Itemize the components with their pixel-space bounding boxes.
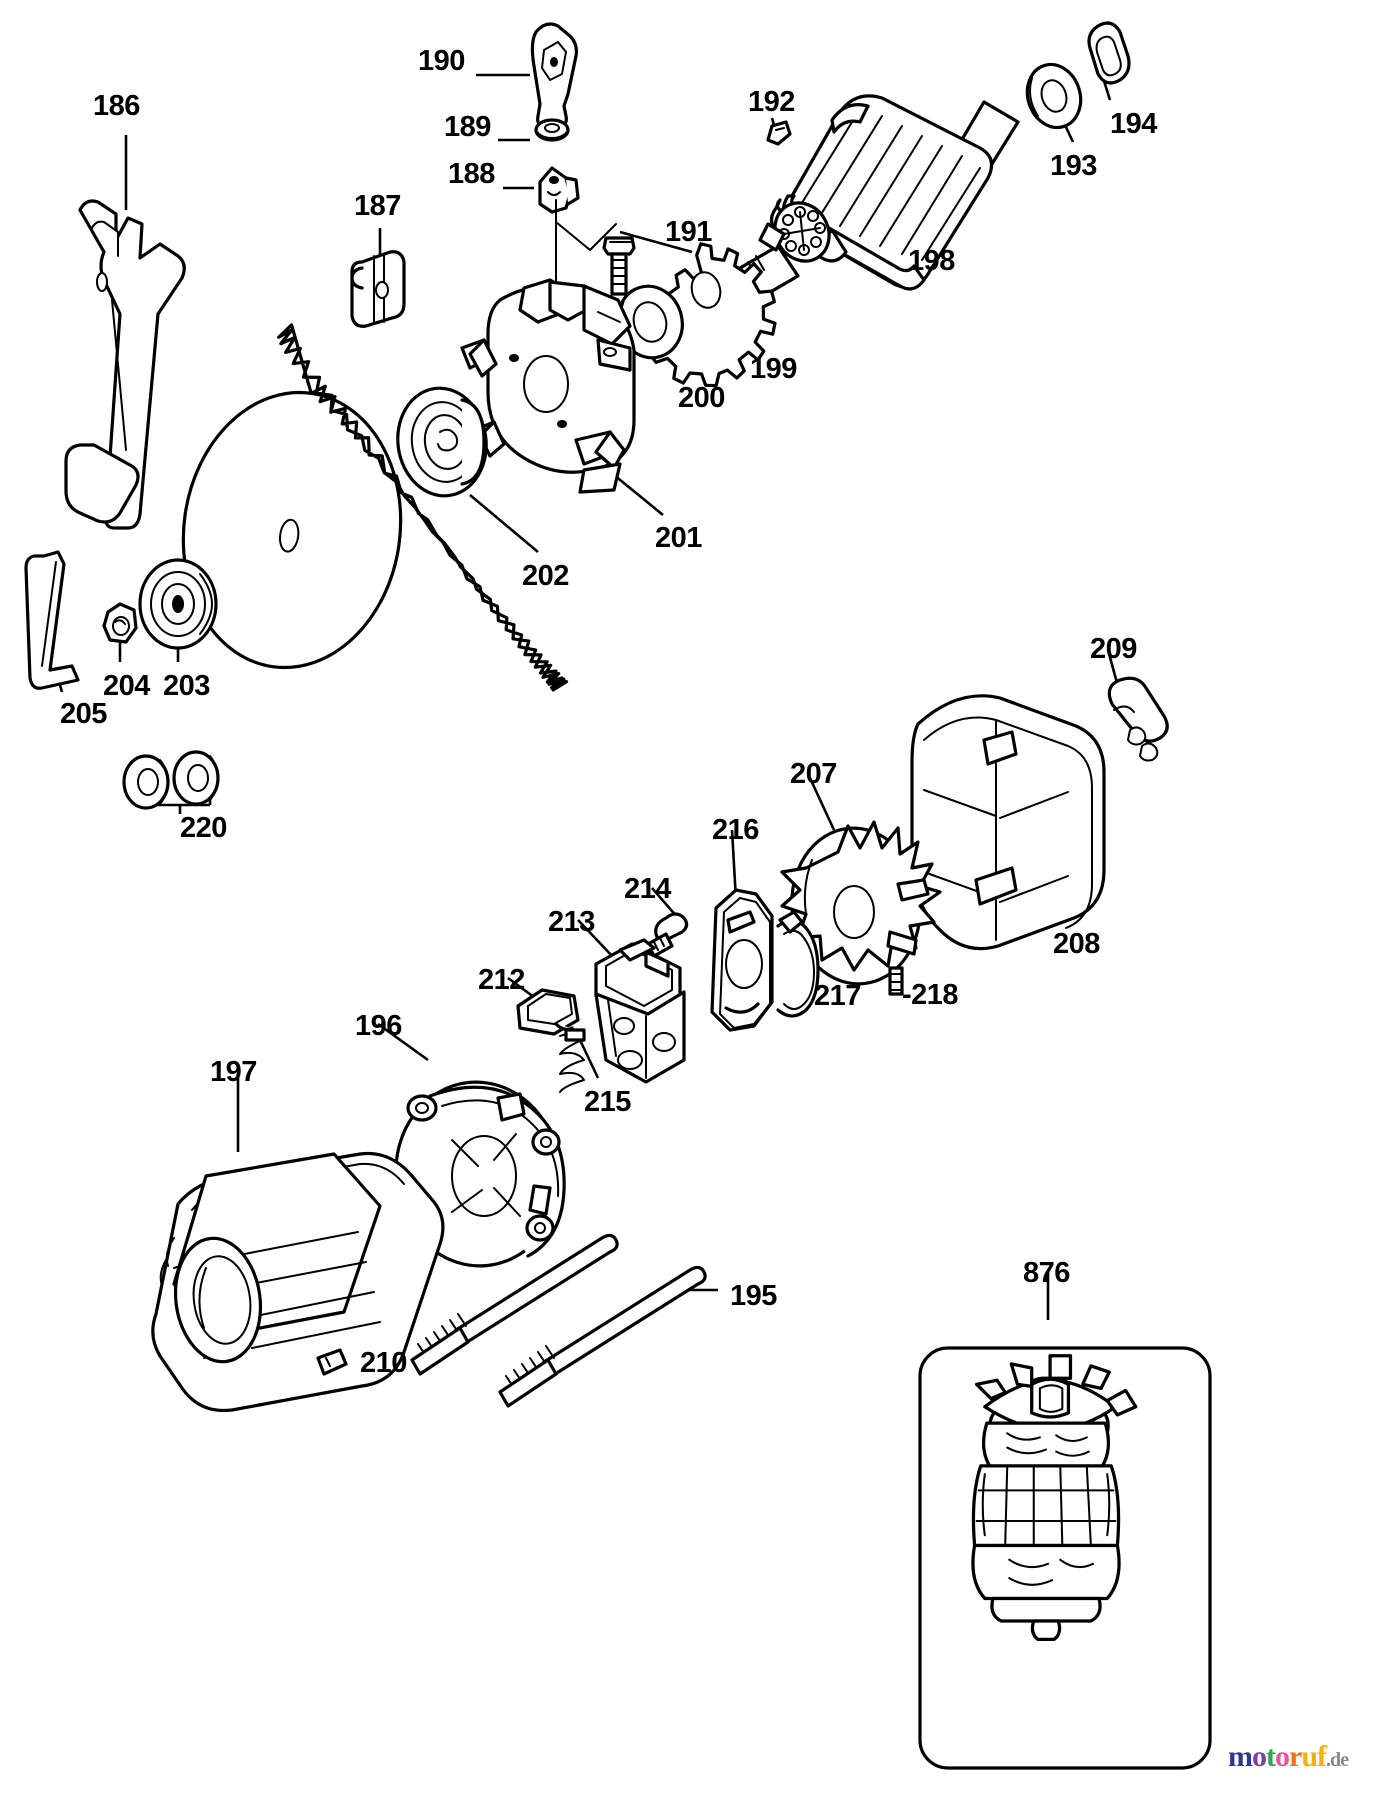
part-212-brush-cap [516,988,580,1036]
callout-217: 217 [814,980,861,1012]
callout-200: 200 [678,382,725,414]
part-189-washer [534,118,570,142]
part-220-bearing-pair [122,750,220,810]
callout-199: 199 [750,353,797,385]
part-214-pan-head-screw [646,912,689,958]
watermark-letter-r: r [1289,1740,1302,1773]
part-201-gear-case [460,278,636,494]
callout-188: 188 [448,158,495,190]
callout-186: 186 [93,90,140,122]
callout-215: 215 [584,1086,631,1118]
part-216-baffle-plate [710,888,774,1032]
callout-210: 210 [360,1347,407,1379]
part-202-inner-flange [396,386,488,498]
watermark-letter-u: u [1301,1740,1318,1773]
watermark-letter-o2: o [1275,1740,1290,1773]
callout-193: 193 [1050,150,1097,182]
callout-208: 208 [1053,928,1100,960]
callout-207: 207 [790,758,837,790]
callout-876: 876 [1023,1257,1070,1289]
part-193-bearing-washer [1025,62,1083,130]
callout-218: -218 [902,979,959,1011]
callout-189: 189 [444,111,491,143]
part-217-bearing-retainer [776,910,820,1018]
saw-blade [181,323,569,692]
callout-212: 212 [478,964,525,996]
callout-192: 192 [748,86,795,118]
part-199-pinion-gear [641,242,777,388]
callout-214: 214 [624,873,671,905]
part-195-long-assembly-screws [410,1233,707,1408]
part-187-end-cap-plug [350,250,406,328]
watermark-letter-t: t [1266,1740,1276,1773]
part-192-woodruff-key [766,120,792,146]
part-197-motor-housing [151,1151,445,1413]
part-210-name-plate [316,1348,348,1376]
part-194-spring-clip [1087,21,1131,85]
inset-876-complete-motor [918,1346,1212,1770]
part-215-brush-spring [559,1028,586,1093]
part-205-hex-key [24,550,80,690]
part-191-machine-screw [602,236,636,296]
part-188-terminal-clip [538,166,580,214]
callout-205: 205 [60,698,107,730]
callout-198: 198 [908,245,955,277]
callout-191: 191 [665,216,712,248]
callout-213: 213 [548,906,595,938]
part-218-small-screw [888,966,904,996]
callout-196: 196 [355,1010,402,1042]
callout-209: 209 [1090,633,1137,665]
part-186-blade-wrench [64,199,186,530]
site-watermark: motoruf.de [1228,1740,1349,1773]
callout-204: 204 [103,670,150,702]
callout-197: 197 [210,1056,257,1088]
callout-195: 195 [730,1280,777,1312]
callout-220: 220 [180,812,227,844]
part-207-cooling-fan [780,820,942,986]
part-200-ball-bearing [616,284,684,360]
callout-202: 202 [522,560,569,592]
part-213-brush-holder [594,938,686,1084]
watermark-letter-o1: o [1252,1740,1267,1773]
watermark-letter-m: m [1228,1740,1253,1773]
callout-190: 190 [418,45,465,77]
callout-203: 203 [163,670,210,702]
watermark-letter-f: f [1317,1740,1327,1773]
callout-194: 194 [1110,108,1157,140]
part-208-field-housing [910,694,1106,951]
watermark-tld: .de [1326,1749,1349,1771]
callout-201: 201 [655,522,702,554]
callout-187: 187 [354,190,401,222]
part-209-retaining-clip [1107,676,1169,762]
part-204-blade-nut [102,602,138,644]
part-203-outer-flange [138,558,218,650]
callout-216: 216 [712,814,759,846]
